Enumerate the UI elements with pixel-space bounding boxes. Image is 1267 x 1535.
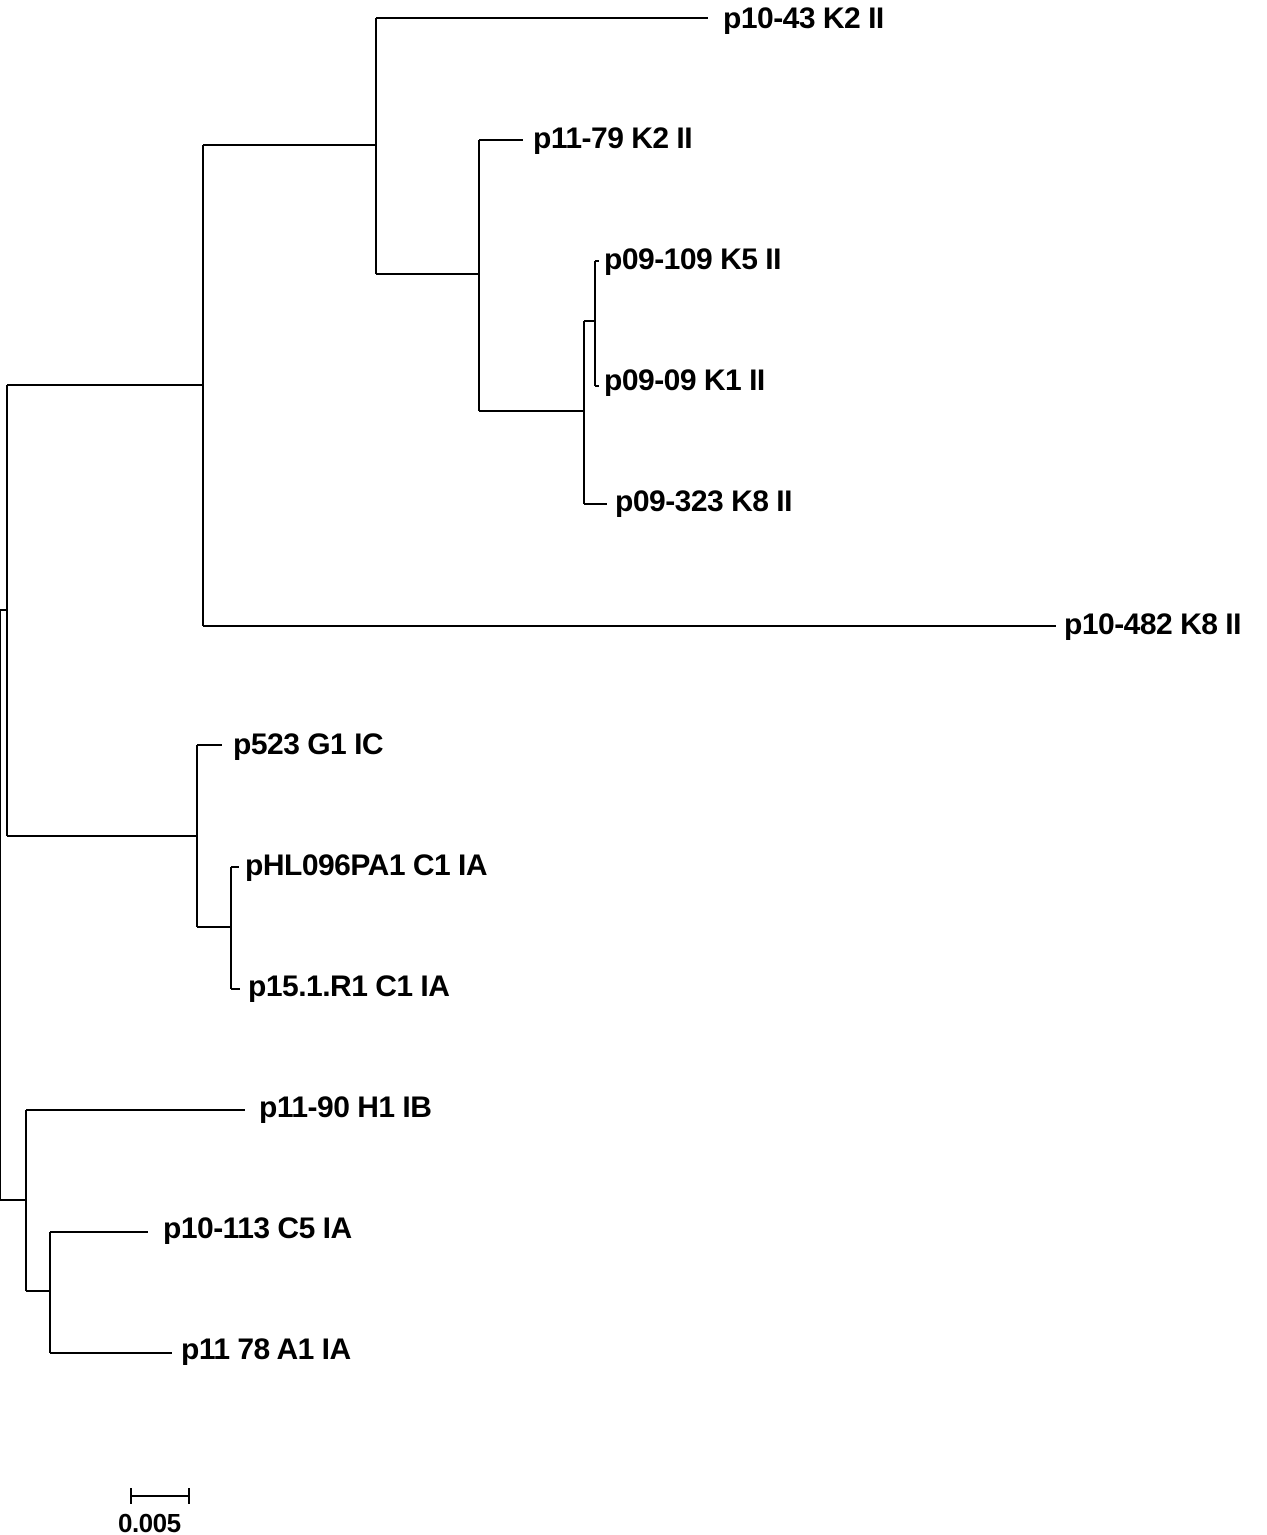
tip-label-t4: p09-09 K1 II <box>604 364 765 397</box>
tip-label-t12: p11 78 A1 IA <box>181 1333 351 1366</box>
tip-label-t1: p10-43 K2 II <box>723 2 884 35</box>
tip-label-t8: pHL096PA1 C1 IA <box>245 849 487 882</box>
scale-bar: 0.005 <box>118 1488 190 1535</box>
tip-label-t9: p15.1.R1 C1 IA <box>248 970 449 1003</box>
tip-label-t11: p10-113 C5 IA <box>163 1212 352 1245</box>
tip-label-t6: p10-482 K8 II <box>1064 608 1241 641</box>
scale-bar-label: 0.005 <box>118 1508 181 1535</box>
tip-label-t10: p11-90 H1 IB <box>259 1091 431 1124</box>
tip-label-t3: p09-109 K5 II <box>604 243 781 276</box>
tip-label-t5: p09-323 K8 II <box>615 485 792 518</box>
tree-branches <box>0 17 1056 1354</box>
tip-label-t7: p523 G1 IC <box>233 728 383 761</box>
tip-label-t2: p11-79 K2 II <box>533 122 692 155</box>
